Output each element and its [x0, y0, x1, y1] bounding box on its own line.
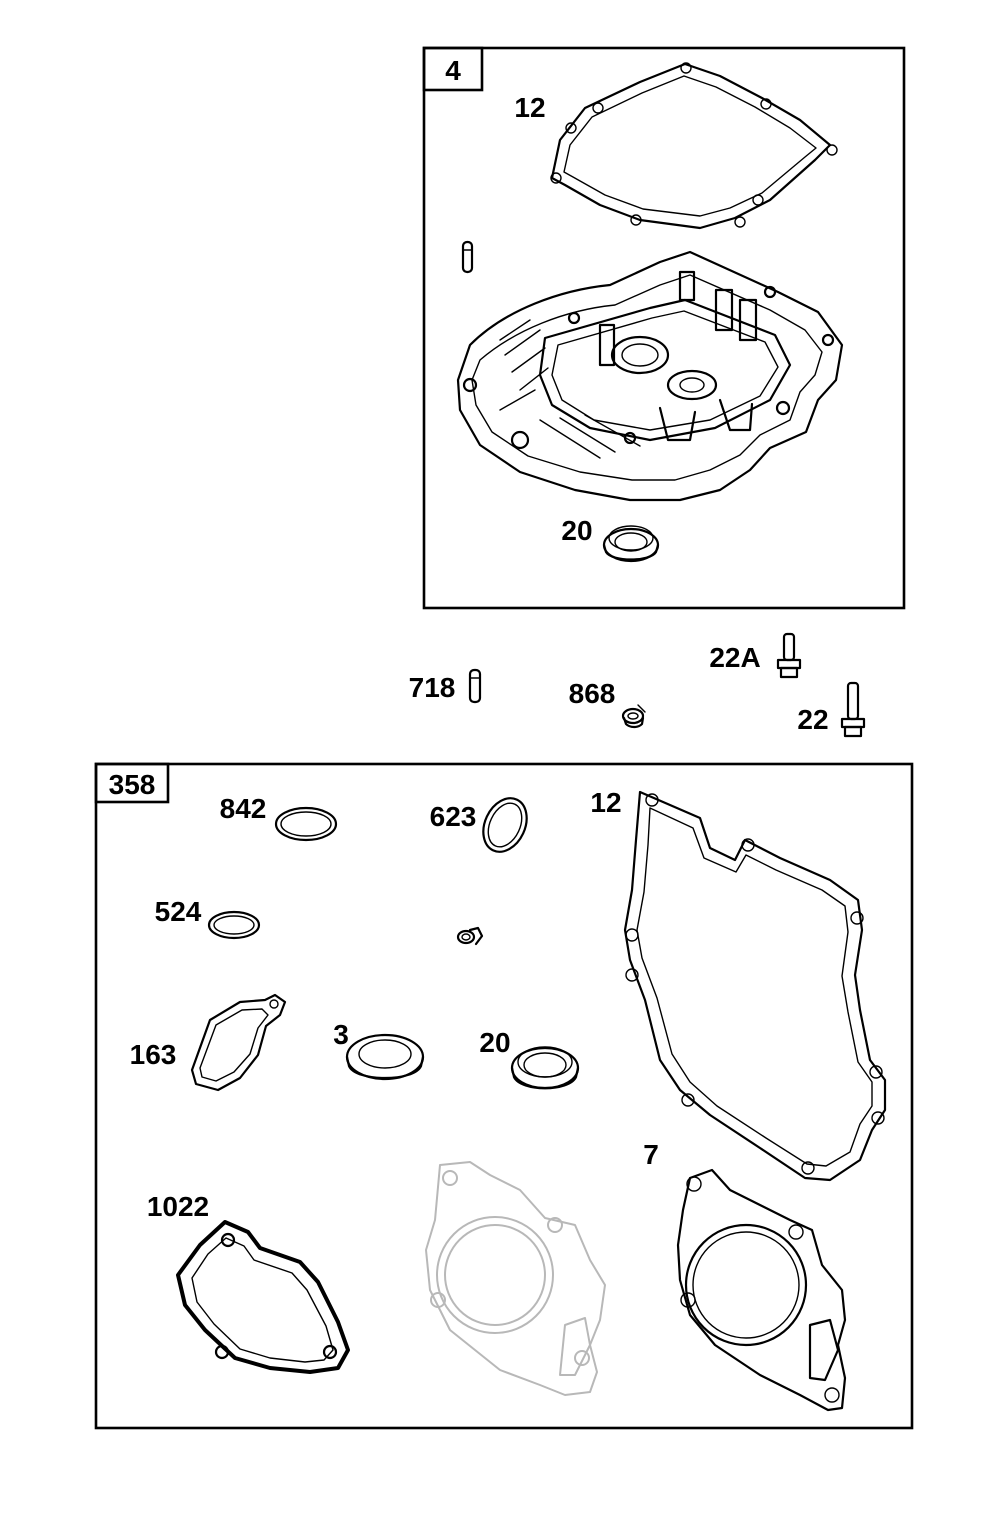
callout-3: 3	[333, 1019, 349, 1050]
drain-plug-in-set[interactable]	[456, 926, 484, 946]
callout-22a: 22A	[709, 642, 760, 673]
gasket-set-box-label: 358	[109, 769, 156, 800]
gasket-1022[interactable]	[176, 1220, 350, 1374]
seal-3[interactable]	[345, 1033, 425, 1081]
callout-163: 163	[130, 1039, 177, 1070]
callout-1022: 1022	[147, 1191, 209, 1222]
o-ring-623[interactable]	[475, 791, 535, 859]
callout-20-bottom: 20	[479, 1027, 510, 1058]
callout-12-bottom: 12	[590, 787, 621, 818]
bolt-22[interactable]	[840, 681, 866, 738]
callout-842: 842	[220, 793, 267, 824]
bolt-22a[interactable]	[776, 632, 802, 679]
callout-22: 22	[797, 704, 828, 735]
head-gasket-7[interactable]	[676, 1168, 847, 1412]
dowel-pin-top[interactable]	[461, 240, 474, 274]
gasket-163[interactable]	[190, 993, 287, 1092]
sump-gasket-top[interactable]	[550, 62, 838, 230]
oil-seal-top[interactable]	[602, 525, 660, 563]
callout-12-top: 12	[514, 92, 545, 123]
gasket-set-box: 358	[94, 762, 914, 1430]
head-gasket-gray[interactable]	[425, 1161, 606, 1396]
o-ring-842[interactable]	[274, 806, 338, 842]
drain-plug-868[interactable]	[621, 704, 646, 729]
sump-cover[interactable]	[456, 250, 844, 502]
callout-7: 7	[643, 1139, 659, 1170]
callout-524: 524	[155, 896, 202, 927]
dowel-pin-718[interactable]	[468, 668, 482, 704]
callout-718: 718	[409, 672, 456, 703]
oil-seal-bottom[interactable]	[510, 1046, 580, 1090]
o-ring-524[interactable]	[207, 910, 261, 940]
callout-868: 868	[569, 678, 616, 709]
callout-623: 623	[430, 801, 477, 832]
sump-gasket-bottom[interactable]	[623, 790, 887, 1182]
sump-assembly-box: 4	[422, 46, 906, 610]
callout-20-top: 20	[561, 515, 592, 546]
sump-assembly-box-label: 4	[445, 55, 461, 86]
